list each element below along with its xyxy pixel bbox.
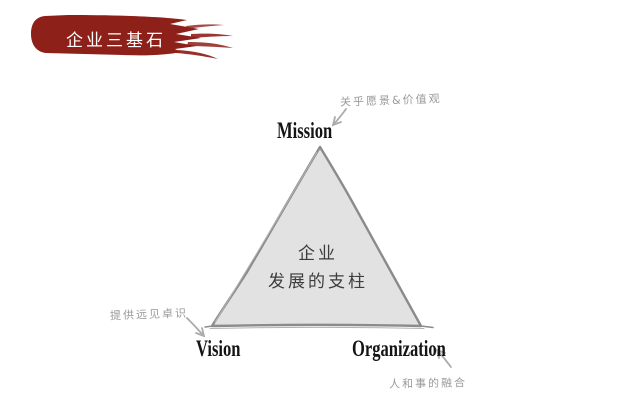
triangle-sketch-line <box>214 151 318 323</box>
vision-annotation: 提供远见卓识 <box>109 306 189 323</box>
organization-arrow <box>435 348 452 368</box>
triangle-overshoot <box>204 325 214 328</box>
mission-label: Mission <box>277 118 333 143</box>
banner-brush-stroke <box>31 15 233 59</box>
banner-brush-streak <box>176 50 218 59</box>
center-text-line2: 发展的支柱 <box>268 272 368 293</box>
banner-brush-streak <box>186 24 224 29</box>
triangle-shape <box>210 145 423 328</box>
triangle-sketch-line <box>209 326 425 329</box>
organization-label: Organization <box>352 336 446 361</box>
vision-arrow <box>186 317 206 338</box>
center-text-line1: 企业 <box>298 244 338 264</box>
banner-brush-streak <box>187 42 233 48</box>
banner-brush-streak <box>191 33 233 38</box>
triangle-center-text: 企业 发展的支柱 <box>268 240 368 296</box>
vision-label: Vision <box>196 336 241 361</box>
organization-annotation: 人和事的融合 <box>388 376 468 391</box>
slide-title: 企业三基石 <box>66 31 166 51</box>
banner-brush-body <box>31 15 201 56</box>
mission-arrow <box>331 108 347 127</box>
triangle-overshoot <box>420 325 434 329</box>
